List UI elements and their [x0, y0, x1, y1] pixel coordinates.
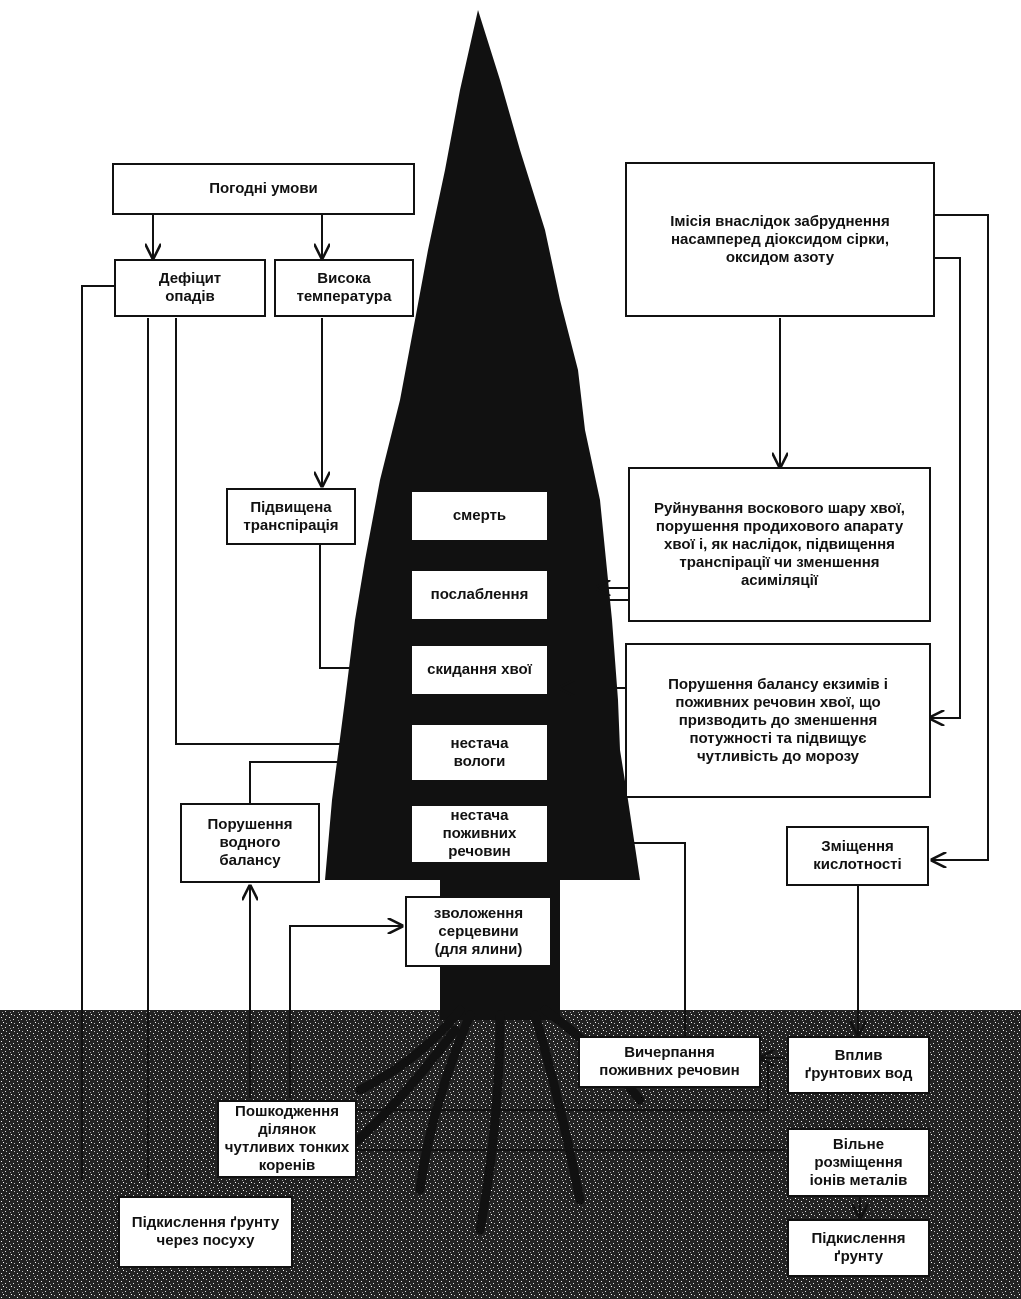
groundwater-box: Вплив ґрунтових вод — [787, 1036, 930, 1094]
metal-ions-box: Вільне розміщення іонів металів — [787, 1128, 930, 1197]
heartwood-box: зволоження серцевини (для ялини) — [405, 896, 552, 967]
transpiration-box: Підвищена транспірація — [226, 488, 356, 545]
nutrient-lack-box: нестача поживних речовин — [412, 806, 547, 862]
drought-acid-box: Підкислення ґрунту через посуху — [118, 1196, 293, 1268]
wax-damage-box: Руйнування воскового шару хвої, порушенн… — [628, 467, 931, 622]
weakening-box: послаблення — [412, 571, 547, 619]
water-balance-box: Порушення водного балансу — [180, 803, 320, 883]
balance-box: Порушення балансу екзимів і поживних реч… — [625, 643, 931, 798]
weather-box: Погодні умови — [112, 163, 415, 215]
root-damage-box: Пошкодження ділянок чутливих тонких коре… — [217, 1100, 357, 1178]
death-box: смерть — [412, 492, 547, 540]
connector-lines — [81, 213, 989, 1218]
emission-box: Імісія внаслідок забруднення насамперед … — [625, 162, 935, 317]
needle-loss-box: скидання хвої — [412, 646, 547, 694]
high-temp-box: Висока температура — [274, 259, 414, 317]
moisture-lack-box: нестача вологи — [412, 725, 547, 780]
precip-deficit-box: Дефіцит опадів — [114, 259, 266, 317]
acidity-shift-box: Зміщення кислотності — [786, 826, 929, 886]
nutrient-depletion-box: Вичерпання поживних речовин — [578, 1036, 761, 1088]
soil-acid-box: Підкислення ґрунту — [787, 1219, 930, 1277]
